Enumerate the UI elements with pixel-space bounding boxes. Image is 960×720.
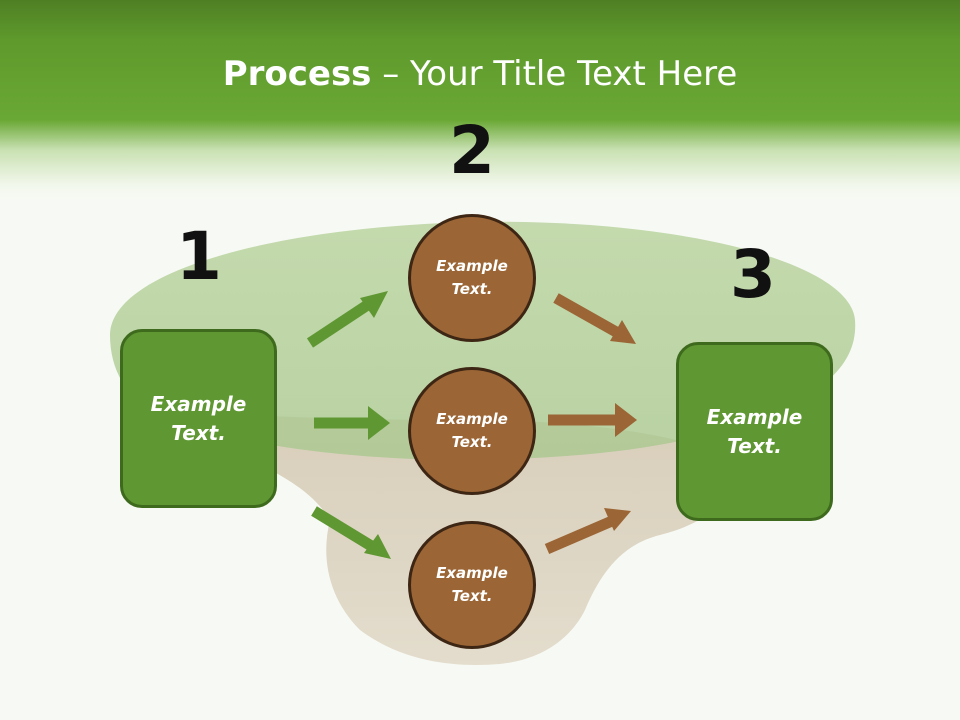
circle-top-line-2: Text. <box>451 280 493 298</box>
title-bold: Process <box>222 54 372 94</box>
circle-middle-line-2: Text. <box>451 433 493 451</box>
circle-middle-line-1: Example <box>436 410 508 428</box>
circle-bottom-line-2: Text. <box>451 587 493 605</box>
step-number-2: 2 <box>449 112 495 189</box>
step-number-3: 3 <box>730 236 776 313</box>
right-box-line-2: Text. <box>727 433 782 458</box>
process-circle-middle[interactable]: Example Text. <box>408 367 536 495</box>
right-process-box[interactable]: Example Text. <box>676 342 833 521</box>
arrow-to-bottom-circle <box>311 506 391 559</box>
arrow-to-top-circle <box>306 291 388 348</box>
slide-title: Process – Your Title Text Here <box>0 52 960 96</box>
process-circle-top[interactable]: Example Text. <box>408 214 536 342</box>
title-rest: – Your Title Text Here <box>371 54 738 94</box>
right-box-line-1: Example <box>706 404 803 429</box>
title-banner <box>0 0 960 200</box>
step-number-1: 1 <box>176 218 222 295</box>
process-circle-bottom[interactable]: Example Text. <box>408 521 536 649</box>
left-process-box[interactable]: Example Text. <box>120 329 277 508</box>
circle-bottom-line-1: Example <box>436 564 508 582</box>
arrow-from-middle-circle <box>548 403 637 437</box>
arrow-from-top-circle <box>553 293 636 344</box>
left-box-line-2: Text. <box>171 420 226 445</box>
left-box-line-1: Example <box>150 391 247 416</box>
arrow-from-bottom-circle <box>544 508 631 555</box>
arrow-to-middle-circle <box>314 406 390 440</box>
circle-top-line-1: Example <box>436 257 508 275</box>
